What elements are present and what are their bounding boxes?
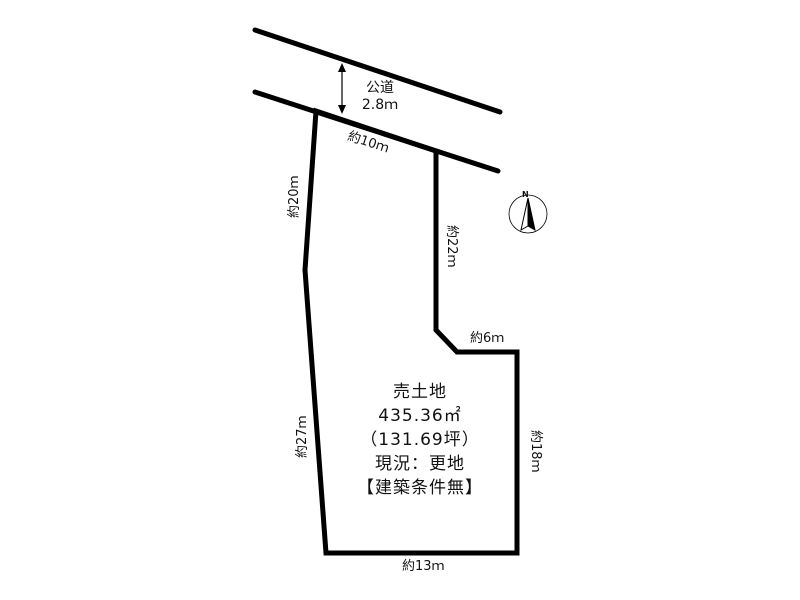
dim-left-lower: 約27ｍ — [295, 415, 310, 458]
north-arrow-icon — [508, 194, 548, 234]
road-label: 公道 2.8ｍ — [355, 80, 405, 114]
lot-boundary — [302, 107, 520, 556]
property-area-tsubo: （131.69坪） — [360, 430, 480, 450]
dim-right-lower: 約18ｍ — [528, 430, 543, 473]
road-width-arrow — [338, 63, 346, 114]
property-condition: 【建築条件無】 — [357, 478, 483, 498]
dim-bottom: 約13ｍ — [402, 559, 445, 574]
dim-notch: 約6ｍ — [470, 331, 505, 346]
north-label: N — [522, 190, 529, 199]
property-area-sqm: 435.36㎡ — [378, 406, 462, 426]
property-info: 売土地 435.36㎡ （131.69坪） 現況：更地 【建築条件無】 — [340, 380, 500, 500]
road-width: 2.8ｍ — [361, 97, 399, 113]
property-status: 現況：更地 — [375, 454, 465, 474]
dim-left-upper: 約20ｍ — [287, 175, 302, 218]
road-name: 公道 — [366, 80, 394, 96]
dim-right-upper: 約22ｍ — [444, 225, 459, 268]
property-type: 売土地 — [393, 382, 447, 402]
road-edge-upper — [252, 27, 503, 115]
